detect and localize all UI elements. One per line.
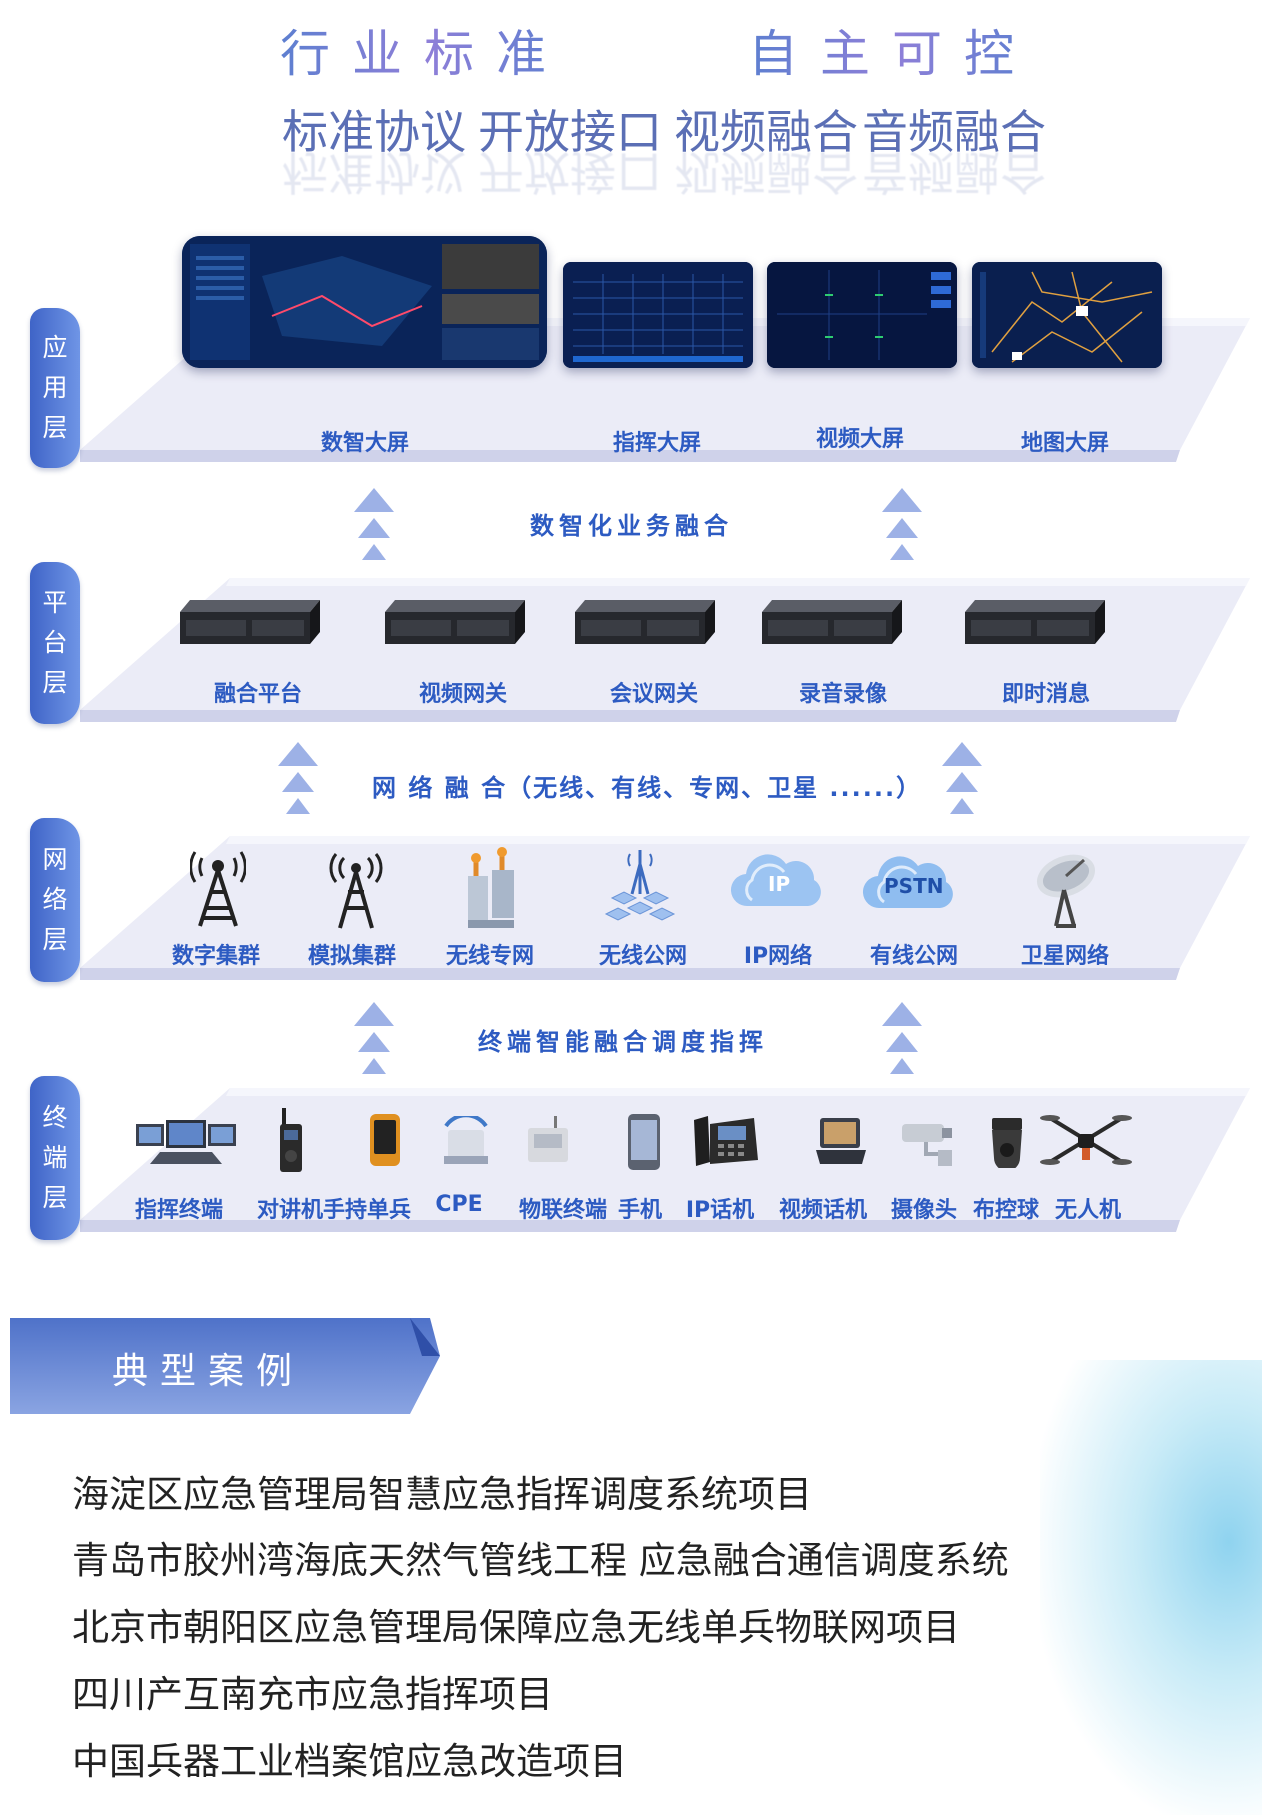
label-iot-terminal: 物联终端: [518, 1198, 608, 1223]
label-video-gateway: 视频网关: [418, 682, 508, 707]
dome-camera-icon: [992, 1118, 1022, 1168]
arrow-up-right-1: [880, 488, 924, 566]
label-dome-camera: 布控球: [972, 1198, 1040, 1223]
label-video-screen: 视频大屏: [815, 427, 905, 452]
tab-application-layer: 应用层: [30, 308, 80, 468]
pstn-cloud-icon: [862, 856, 953, 909]
ip-cloud-icon: [730, 854, 821, 907]
connector-label-terminal-dispatch: 终端智能融合调度指挥: [478, 1028, 768, 1056]
arrow-up-left-3: [352, 1002, 396, 1080]
tab-network-layer: 网络层: [30, 818, 80, 982]
command-terminal-icon: [136, 1120, 236, 1164]
label-drone: 无人机: [1054, 1198, 1122, 1223]
camera-icon: [902, 1124, 952, 1166]
subtitle-video-fusion: 视频融合: [674, 105, 858, 159]
label-wired-public-network: 有线公网: [869, 944, 959, 969]
server-icon: [575, 600, 715, 644]
label-fusion-platform: 融合平台: [213, 682, 303, 707]
arrow-up-right-2: [940, 742, 984, 820]
public-network-icon: [604, 850, 676, 921]
label-ip-phone: IP话机: [685, 1198, 755, 1223]
header-subtitles-reflection: 标准协议 开放接口 视频融合 音频融合: [282, 145, 1046, 199]
label-wireless-private-network: 无线专网: [445, 944, 535, 969]
tab-platform-layer: 平台层: [30, 562, 80, 724]
header-title-left: 行业标准: [280, 14, 568, 86]
decorative-gradient: [1040, 1360, 1262, 1815]
cpe-router-icon: [444, 1116, 488, 1164]
label-conference-gateway: 会议网关: [609, 682, 699, 707]
case-item: 中国兵器工业档案馆应急改造项目: [72, 1740, 627, 1783]
arrow-up-left-1: [352, 488, 396, 566]
cases-title: 典型案例: [112, 1351, 305, 1392]
video-screen: [767, 262, 957, 368]
label-wireless-public-network: 无线公网: [598, 944, 688, 969]
rugged-handset-icon: [370, 1114, 400, 1166]
private-network-icon: [468, 847, 514, 928]
label-recording: 录音录像: [798, 682, 888, 707]
header-title-right: 自主可控: [748, 14, 1036, 86]
digital-intelligence-screen: [182, 236, 547, 368]
connector-label-network-fusion: 网 络 融 合（无线、有线、专网、卫星 ......）: [372, 774, 923, 802]
label-command-screen: 指挥大屏: [612, 431, 702, 456]
arrow-up-right-3: [880, 1002, 924, 1080]
command-screen: [563, 262, 753, 368]
connector-label-business-fusion: 数智化业务融合: [530, 512, 733, 540]
arrow-up-left-2: [276, 742, 320, 820]
antenna-icon: [329, 853, 383, 929]
server-icon: [965, 600, 1105, 644]
satellite-dish-icon: [1036, 854, 1096, 928]
label-video-phone: 视频话机: [778, 1198, 868, 1223]
case-item: 四川产互南充市应急指挥项目: [72, 1673, 553, 1716]
server-icon: [385, 600, 525, 644]
label-digital-intelligence-screen: 数智大屏: [320, 431, 410, 456]
label-camera: 摄像头: [890, 1198, 958, 1223]
tab-terminal-layer: 终端层: [30, 1076, 80, 1240]
pstn-cloud-label: PSTN: [884, 874, 944, 898]
case-item: 北京市朝阳区应急管理局保障应急无线单兵物联网项目: [72, 1606, 960, 1649]
mobile-phone-icon: [628, 1114, 660, 1170]
label-satellite-network: 卫星网络: [1020, 944, 1110, 969]
label-command-terminal: 指挥终端: [134, 1198, 224, 1223]
drone-icon: [1040, 1115, 1132, 1165]
tower-icon: [190, 851, 246, 927]
label-digital-trunking: 数字集群: [171, 944, 261, 969]
case-item: 青岛市胶州湾海底天然气管线工程 应急融合通信调度系统: [72, 1539, 1009, 1582]
video-phone-icon: [816, 1118, 866, 1164]
ip-phone-icon: [694, 1116, 758, 1166]
walkie-talkie-icon: [280, 1108, 302, 1172]
label-walkie-talkie-soldier: 对讲机手持单兵: [256, 1198, 412, 1223]
label-instant-message: 即时消息: [1001, 682, 1091, 707]
cases-header-banner: [10, 1318, 440, 1414]
map-screen: [972, 262, 1162, 368]
server-icon: [180, 600, 320, 644]
subtitle-audio-fusion: 音频融合: [862, 105, 1046, 159]
label-analog-trunking: 模拟集群: [307, 944, 397, 969]
ip-cloud-label: IP: [768, 872, 791, 896]
label-map-screen: 地图大屏: [1020, 431, 1110, 456]
label-cpe: CPE: [435, 1192, 483, 1217]
iot-terminal-icon: [528, 1116, 568, 1162]
subtitle-open-interface: 开放接口: [478, 105, 662, 159]
case-item: 海淀区应急管理局智慧应急指挥调度系统项目: [72, 1473, 812, 1516]
subtitle-standard-protocol: 标准协议: [282, 105, 466, 159]
header-subtitles: 标准协议 开放接口 视频融合 音频融合: [282, 96, 1046, 159]
label-ip-network: IP网络: [743, 944, 813, 969]
label-mobile-phone: 手机: [617, 1198, 663, 1223]
server-icon: [762, 600, 902, 644]
